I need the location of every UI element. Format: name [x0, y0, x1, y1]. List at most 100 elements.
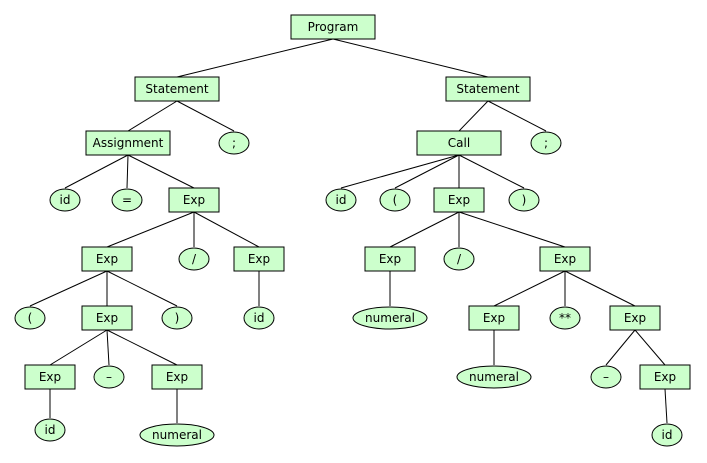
terminal-node-semicolon: ; — [530, 131, 562, 155]
node-label: Assignment — [93, 136, 164, 150]
nonterminal-node-statement: Statement — [445, 76, 531, 102]
terminal-node-shape — [218, 131, 250, 155]
terminal-node-shape — [549, 306, 581, 330]
node-label: Statement — [456, 82, 519, 96]
terminal-node-close-paren: ) — [161, 306, 193, 330]
node-label: Exp — [379, 252, 401, 266]
node-label: – — [106, 370, 112, 384]
node-label: Exp — [39, 370, 61, 384]
tree-edge — [127, 100, 178, 132]
terminal-node-shape — [508, 188, 540, 212]
nonterminal-node-shape — [445, 76, 531, 102]
nonterminal-node-shape — [24, 364, 76, 390]
node-label: id — [254, 311, 265, 325]
tree-edge — [458, 100, 489, 132]
terminal-node-slash: / — [178, 247, 210, 271]
terminal-node-minus: – — [93, 365, 125, 389]
node-label: Exp — [96, 252, 118, 266]
nonterminal-node-shape — [81, 305, 133, 331]
nonterminal-node-shape — [539, 246, 591, 272]
node-label: Exp — [483, 311, 505, 325]
nonterminal-node-shape — [81, 246, 133, 272]
terminal-node-id: id — [34, 418, 66, 442]
nonterminal-node-assignment: Assignment — [85, 130, 171, 156]
node-label: Exp — [654, 370, 676, 384]
nonterminal-node-exp: Exp — [639, 364, 691, 390]
tree-edge — [458, 211, 566, 248]
tree-edge — [106, 270, 178, 307]
terminal-node-semicolon: ; — [218, 131, 250, 155]
tree-edge — [487, 100, 547, 132]
tree-edge — [664, 388, 668, 424]
terminal-node-shape — [139, 423, 215, 447]
node-label: ; — [232, 136, 236, 150]
terminal-node-shape — [530, 131, 562, 155]
node-label: Exp — [554, 252, 576, 266]
nonterminal-node-shape — [364, 246, 416, 272]
node-label: Exp — [248, 252, 270, 266]
nonterminal-node-shape — [416, 130, 502, 156]
nonterminal-node-exp: Exp — [81, 305, 133, 331]
terminal-node-id: id — [49, 188, 81, 212]
tree-edge — [106, 329, 110, 366]
tree-edge — [106, 329, 178, 366]
tree-edge — [176, 100, 235, 132]
tree-edge — [106, 211, 195, 248]
terminal-node-shape — [456, 365, 532, 389]
terminal-node-shape — [443, 247, 475, 271]
nonterminal-node-shape — [85, 130, 171, 156]
nonterminal-node-exp: Exp — [24, 364, 76, 390]
node-label: Exp — [96, 311, 118, 325]
node-label: / — [192, 252, 197, 266]
terminal-node-equals: = — [111, 188, 143, 212]
nonterminal-node-shape — [233, 246, 285, 272]
tree-edge — [49, 329, 108, 366]
tree-edge — [126, 154, 129, 189]
terminal-node-minus: – — [590, 365, 622, 389]
nonterminal-node-exp: Exp — [233, 246, 285, 272]
nonterminal-node-exp: Exp — [168, 187, 220, 213]
tree-edge — [394, 154, 460, 189]
tree-edge — [634, 329, 666, 366]
terminal-node-numeral: numeral — [352, 306, 428, 330]
node-label: = — [122, 193, 132, 207]
terminal-node-shape — [14, 306, 46, 330]
node-label: Exp — [183, 193, 205, 207]
terminal-node-shape — [325, 188, 357, 212]
node-label: Call — [448, 136, 470, 150]
nonterminal-node-shape — [134, 76, 220, 102]
node-label: Exp — [624, 311, 646, 325]
terminal-node-shape — [34, 418, 66, 442]
terminal-node-shape — [161, 306, 193, 330]
node-label: id — [336, 193, 347, 207]
node-label: ** — [559, 311, 571, 325]
nonterminal-node-shape — [468, 305, 520, 331]
nonterminal-node-shape — [290, 14, 376, 40]
tree-edge — [340, 154, 460, 189]
terminal-node-shape — [352, 306, 428, 330]
terminal-node-id: id — [243, 306, 275, 330]
nonterminal-node-exp: Exp — [151, 364, 203, 390]
terminal-node-slash: / — [443, 247, 475, 271]
tree-edge — [564, 270, 636, 307]
nonterminal-node-shape — [639, 364, 691, 390]
node-label: Statement — [145, 82, 208, 96]
node-label: numeral — [469, 370, 519, 384]
tree-edges — [29, 38, 668, 424]
terminal-node-shape — [93, 365, 125, 389]
tree-edge — [605, 329, 636, 366]
terminal-node-open-paren: ( — [14, 306, 46, 330]
node-label: ) — [175, 311, 180, 325]
terminal-node-shape — [590, 365, 622, 389]
nonterminal-node-shape — [609, 305, 661, 331]
nonterminal-node-exp: Exp — [539, 246, 591, 272]
tree-edge — [332, 38, 489, 78]
terminal-node-power: ** — [549, 306, 581, 330]
terminal-node-id: id — [325, 188, 357, 212]
nonterminal-node-program: Program — [290, 14, 376, 40]
nonterminal-node-shape — [168, 187, 220, 213]
node-label: Program — [308, 20, 359, 34]
terminal-node-numeral: numeral — [456, 365, 532, 389]
